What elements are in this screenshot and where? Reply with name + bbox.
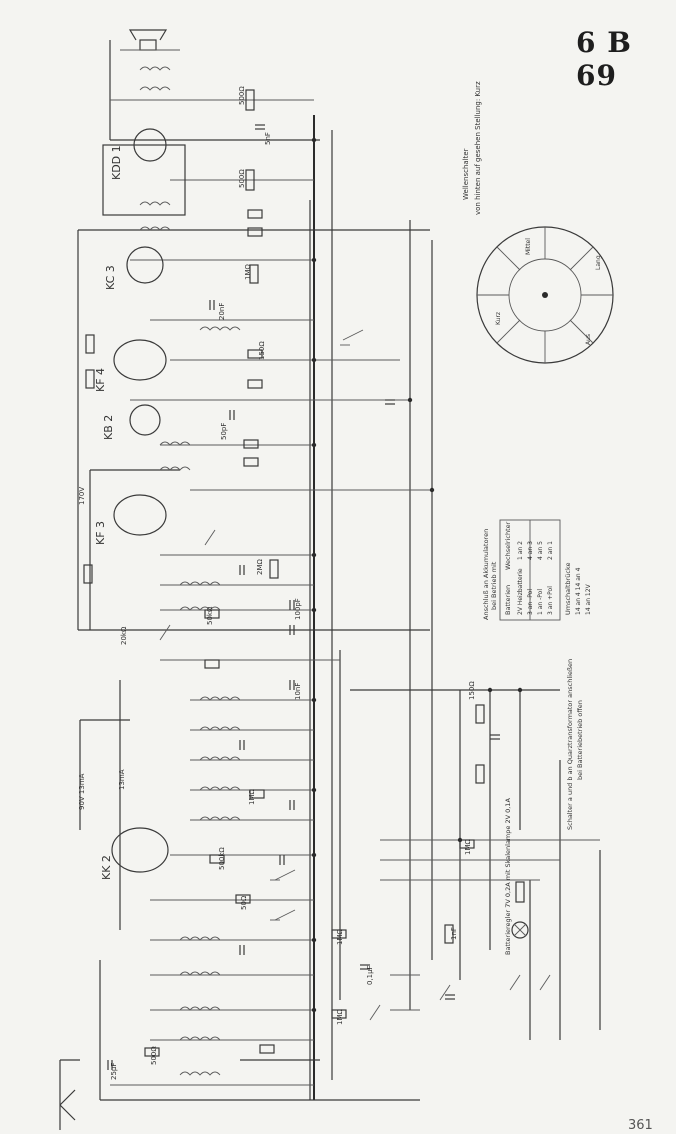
- loudspeaker-icon: [120, 29, 180, 51]
- label-r14: 1MΩ: [464, 839, 472, 855]
- battery-row1-a: 2V Heizbatterie: [517, 568, 524, 615]
- label-c4: 100pF: [294, 598, 302, 620]
- coils: [139, 66, 241, 1076]
- label-r10: 50Ω: [240, 895, 248, 910]
- tube-kc3: [126, 246, 164, 284]
- battery-row4-a: 3 an +Pol: [547, 586, 554, 615]
- component-labels: 500Ω 500Ω 1MΩ 150Ω 2MΩ 50kΩ 20kΩ 1MΩ 500…: [78, 86, 476, 1080]
- tube-kb2: [129, 404, 161, 436]
- tube-labels: KDD 1 KC 3 KF 4 KB 2 KF 3 KK 2: [94, 145, 123, 880]
- switch-pos-mittel: Mittel: [525, 238, 532, 255]
- label-c7: 10nF: [294, 683, 302, 700]
- label-r12: 1MΩ: [336, 1009, 344, 1025]
- main-bus-lines: [59, 40, 601, 1130]
- label-v2: 90V 13mA: [78, 773, 86, 810]
- wave-switch-diagram: [476, 226, 614, 364]
- battery-row4-b: 2 an 1: [547, 541, 554, 560]
- switches: [159, 529, 551, 1021]
- page-number: 361: [628, 1118, 653, 1133]
- battery-footer1: Umschaltbrücke: [564, 562, 572, 615]
- label-r15: 500Ω: [150, 1046, 158, 1065]
- label-c8: 1nF: [450, 927, 458, 940]
- antenna-icon: [59, 1089, 76, 1121]
- label-r8: 1MΩ: [248, 789, 256, 805]
- label-r9: 500kΩ: [218, 847, 226, 870]
- battery-row1-b: 1 an 2: [517, 541, 524, 560]
- capacitors: [107, 124, 500, 1070]
- battery-footer2: 14 an 4 14 an 4: [575, 567, 582, 615]
- tube-label-kdd1: KDD 1: [110, 145, 123, 180]
- tube-kk2: [111, 827, 169, 873]
- document-title: 6 B 69: [576, 26, 632, 92]
- label-v3: 13mA: [118, 769, 126, 790]
- tube-label-kf3: KF 3: [94, 521, 107, 545]
- switch-pos-kurz: Kurz: [495, 312, 502, 325]
- label-r5: 2MΩ: [256, 559, 264, 575]
- tube-kf4: [113, 339, 167, 381]
- battery-footer3: 14 an 12V: [585, 583, 592, 615]
- switch-caption-line2: von hinten auf gesehen Stellung: Kurz: [474, 81, 482, 215]
- note-switch-connection: Schalter a und b an Quarztransformator a…: [566, 659, 574, 830]
- label-r13: 150Ω: [468, 681, 476, 700]
- note-regulator: Batterieregler 7V 0,2A mit Skalenlampe 2…: [504, 798, 512, 955]
- battery-table-heading1: Anschluß an Akkumulatoren: [482, 529, 490, 620]
- switch-caption-line1: Wellenschalter: [462, 148, 470, 200]
- variable-capacitors: [270, 329, 364, 921]
- battery-table-col2: Wechselrichter: [504, 521, 512, 570]
- label-r3: 1MΩ: [244, 264, 252, 280]
- battery-table-col1: Batterien: [504, 585, 512, 615]
- label-r2: 500Ω: [238, 169, 246, 188]
- note-battery-open: bei Batteriebetrieb offen: [576, 700, 584, 780]
- tube-label-kc3: KC 3: [104, 265, 117, 290]
- battery-table-heading2: bei Betrieb mit: [490, 561, 498, 610]
- tube-label-kk2: KK 2: [100, 855, 113, 880]
- tubes: [102, 128, 186, 873]
- label-c2: 20nF: [218, 303, 226, 320]
- switch-pos-lang: Lang: [595, 255, 602, 270]
- scale-lamp-icon: [511, 881, 529, 939]
- battery-table: Anschluß an Akkumulatoren bei Betrieb mi…: [482, 519, 592, 621]
- horizontal-wiring: [110, 99, 432, 1086]
- label-r1: 500Ω: [238, 86, 246, 105]
- vertical-notes: Schalter a und b an Quarztransformator a…: [504, 659, 584, 955]
- tube-label-kb2: KB 2: [102, 415, 115, 440]
- battery-row3-a: 1 an -Pol: [537, 589, 544, 615]
- wave-switch-caption: Wellenschalter von hinten auf gesehen St…: [462, 81, 602, 345]
- tube-label-kf4: KF 4: [94, 368, 107, 392]
- label-r6: 50kΩ: [206, 606, 214, 625]
- label-c5: 0,1µF: [366, 965, 374, 985]
- switch-pos-aus: Aus: [585, 334, 592, 345]
- tube-kdd1: [102, 128, 186, 216]
- label-v1: 170V: [78, 487, 86, 505]
- battery-row3-b: 4 an 5: [537, 541, 544, 560]
- label-c1: 5nF: [264, 132, 272, 145]
- battery-row2-a: 3 an -Pol: [527, 589, 534, 615]
- label-r11: 1MΩ: [336, 929, 344, 945]
- junction-dots: [311, 137, 523, 1013]
- label-c3: 50pF: [220, 423, 228, 440]
- resistors: [83, 89, 485, 1057]
- label-c6: 25µF: [110, 1063, 118, 1080]
- label-r4: 150Ω: [258, 341, 266, 360]
- battery-row2-b: 4 an 3: [527, 541, 534, 560]
- label-r7: 20kΩ: [120, 626, 128, 645]
- tube-kf3: [113, 494, 167, 536]
